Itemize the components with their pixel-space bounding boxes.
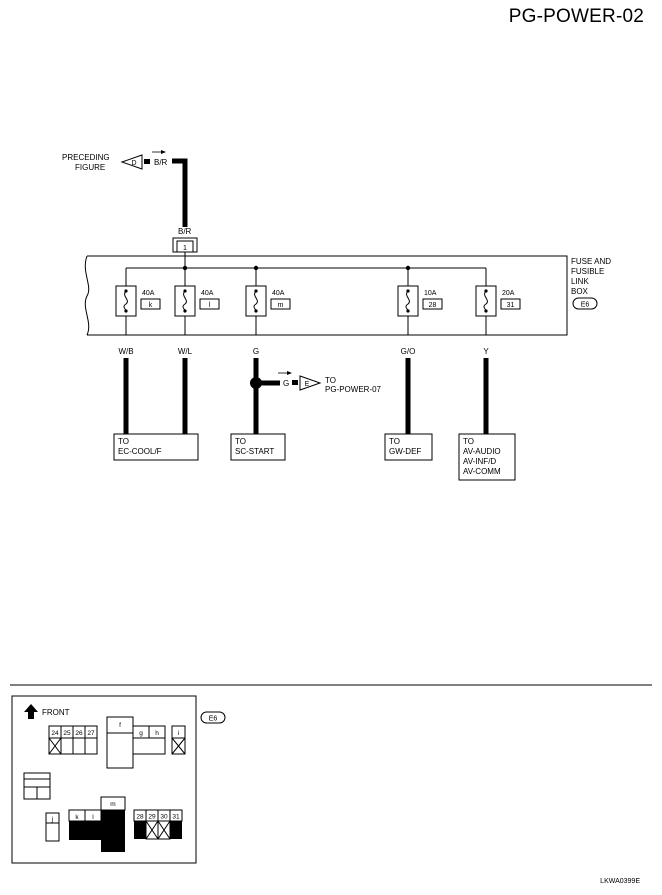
preceding-connector-letter: D (131, 160, 136, 167)
layout-connector-badge (200, 711, 226, 724)
svg-text:l: l (92, 814, 94, 821)
wire-color-y: Y (483, 347, 489, 356)
fuse-id: 28 (429, 302, 437, 309)
bus-junction (253, 265, 259, 271)
svg-text:26: 26 (75, 730, 83, 737)
svg-text:31: 31 (172, 814, 180, 821)
preceding-connector-pin (144, 159, 150, 164)
fuse-box-connector-id: E6 (581, 302, 590, 309)
preceding-label-line2: FIGURE (75, 163, 105, 172)
svg-text:TO: TO (235, 437, 246, 446)
front-arrow-icon (24, 704, 38, 719)
fuse-block-f-g-h: f g h (106, 716, 166, 769)
fuse-l: 40A l (174, 285, 220, 335)
front-label: FRONT (42, 708, 70, 717)
svg-text:TO: TO (118, 437, 129, 446)
fuse-rating: 40A (272, 290, 285, 297)
destination-gw-def (384, 433, 433, 461)
fuse-block-i: i (171, 725, 186, 755)
fuse-rating: 20A (502, 290, 515, 297)
branch-label-line2: PG-POWER-07 (325, 385, 382, 394)
fuse-rating: 10A (424, 290, 437, 297)
svg-text:f: f (119, 722, 121, 729)
input-terminal-number: 1 (183, 245, 187, 252)
branch-label-line1: TO (325, 376, 336, 385)
svg-text:AV-AUDIO: AV-AUDIO (463, 447, 501, 456)
fuse-symbol-icon (483, 290, 488, 312)
svg-text:30: 30 (160, 814, 168, 821)
relay-block (23, 772, 51, 800)
bus-junction (405, 265, 411, 271)
fuse-symbol-icon (182, 290, 187, 312)
fuse-symbol-icon (123, 290, 128, 312)
fuse-m: 40A m (245, 285, 291, 335)
svg-text:TO: TO (463, 437, 474, 446)
fuse-symbol-icon (405, 290, 410, 312)
fuse-id: k (149, 302, 153, 309)
svg-text:29: 29 (148, 814, 156, 821)
fuse-id: 31 (507, 302, 515, 309)
svg-text:k: k (75, 814, 79, 821)
fuse-id: l (209, 302, 211, 309)
wire-color-g: G (253, 347, 259, 356)
fuse-k: 40A k (115, 285, 161, 335)
input-wire-color: B/R (178, 227, 192, 236)
fuse-box-label-line3: LINK (571, 277, 589, 286)
preceding-wire-color: B/R (154, 158, 168, 167)
fuse-symbol-icon (253, 290, 258, 312)
fuse-box-connector-badge (572, 297, 598, 310)
preceding-connector-icon (120, 154, 143, 170)
svg-text:27: 27 (87, 730, 95, 737)
fuse-box-label-line2: FUSIBLE (571, 267, 604, 276)
branch-connector-icon (299, 375, 322, 391)
svg-text:24: 24 (51, 730, 59, 737)
wire-br (172, 158, 188, 227)
branch-connector-letter: E (305, 381, 310, 388)
fuse-rating: 40A (201, 290, 214, 297)
fuse-id: m (278, 302, 284, 309)
fuse-block-k-l-m: m k l (68, 796, 126, 852)
figure-id: LKWA0399E (600, 878, 640, 885)
destination-ec-cool (113, 433, 199, 461)
svg-text:g: g (139, 730, 143, 737)
fuse-28: 10A 28 (397, 285, 443, 335)
svg-text:TO: TO (389, 437, 400, 446)
fuse-box-label-line1: FUSE AND (571, 257, 611, 266)
svg-text:i: i (178, 730, 179, 737)
destination-av (458, 433, 516, 481)
destination-sc-start (230, 433, 286, 461)
svg-text:m: m (110, 801, 115, 808)
svg-text:SC-START: SC-START (235, 447, 274, 456)
fuse-block-j: j (45, 812, 60, 842)
fuse-row-24-27: 24 25 26 27 (48, 725, 98, 755)
fuse-row-28-31: 28 29 30 31 (133, 809, 183, 840)
svg-text:25: 25 (63, 730, 71, 737)
svg-text:j: j (51, 816, 53, 823)
svg-text:28: 28 (136, 814, 144, 821)
svg-text:AV-COMM: AV-COMM (463, 467, 501, 476)
fuse-rating: 40A (142, 290, 155, 297)
fuse-31: 20A 31 (475, 285, 521, 335)
wire-color-go: G/O (401, 347, 416, 356)
fuse-box-label-line4: BOX (571, 287, 589, 296)
svg-text:AV-INF/D: AV-INF/D (463, 457, 496, 466)
wire-color-wb: W/B (118, 347, 133, 356)
svg-text:h: h (155, 730, 159, 737)
fuse-box-outline (87, 255, 568, 336)
svg-text:GW-DEF: GW-DEF (389, 447, 421, 456)
page-title: PG-POWER-02 (508, 6, 644, 27)
wire-color-wl: W/L (178, 347, 193, 356)
svg-text:EC-COOL/F: EC-COOL/F (118, 447, 162, 456)
preceding-label-line1: PRECEDING (62, 153, 110, 162)
layout-connector-id: E6 (209, 716, 218, 723)
bus-junction (182, 265, 188, 271)
branch-wire-color: G (283, 379, 289, 388)
